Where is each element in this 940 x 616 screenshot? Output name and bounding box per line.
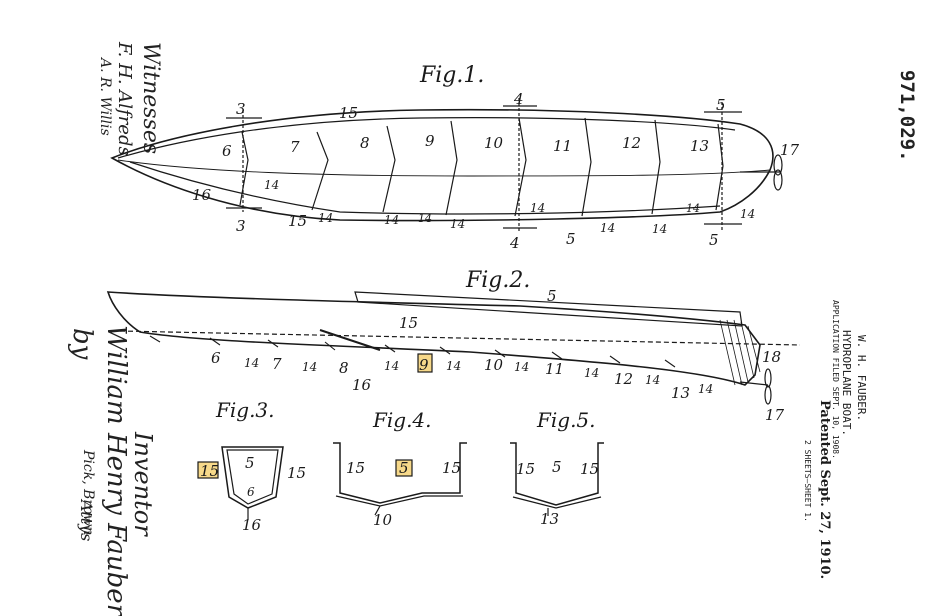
fig2-label: 14 <box>302 360 317 374</box>
fig2-label: 16 <box>352 376 372 394</box>
fig4-cross-section <box>333 442 467 516</box>
fig1-label: 9 <box>425 132 435 150</box>
fig2-label: 17 <box>765 406 785 424</box>
fig2-label: 14 <box>514 360 529 374</box>
fig2-label: 14 <box>645 373 660 387</box>
fig2-label: 14 <box>446 359 461 373</box>
fig2-label: 8 <box>339 359 349 377</box>
fig1-label: 16 <box>192 186 212 204</box>
fig1-label: 4 <box>513 90 524 108</box>
fig1-title: Fig.1. <box>419 63 484 88</box>
fig1-label: 5 <box>709 231 719 249</box>
fig1-label: 12 <box>622 134 641 152</box>
fig1-label: 14 <box>264 178 279 192</box>
fig2-label: 12 <box>614 370 633 388</box>
fig5-label: 15 <box>516 460 535 478</box>
fig1-label: 14 <box>450 217 465 231</box>
fig1-label: 6 <box>222 142 232 160</box>
fig2-title: Fig.2. <box>465 268 530 293</box>
highlight-box <box>197 461 219 479</box>
fig1-label: 15 <box>288 212 307 230</box>
fig5-cross-section <box>510 442 604 516</box>
fig5-label: 13 <box>540 510 559 528</box>
fig1-label: 14 <box>418 212 432 225</box>
fig1-label: 11 <box>553 137 572 155</box>
fig1-hull-plan <box>110 98 783 232</box>
fig1-label: 14 <box>530 201 545 215</box>
fig2-label: 10 <box>484 356 504 374</box>
fig2-label: 14 <box>698 382 713 396</box>
fig1-label: 14 <box>652 222 667 236</box>
fig1-label: 13 <box>690 137 709 155</box>
fig2-hull-side <box>106 291 801 405</box>
fig3-label: 16 <box>242 516 262 534</box>
fig1-label: 15 <box>339 104 358 122</box>
fig3-label: 6 <box>247 485 255 499</box>
fig3-label: 5 <box>245 454 255 472</box>
fig2-label: 14 <box>244 356 259 370</box>
fig2-label: 6 <box>211 349 221 367</box>
fig5-label: 5 <box>552 458 562 476</box>
fig3-title: Fig.3. <box>215 398 275 422</box>
fig4-label: 5 <box>399 459 409 477</box>
fig1-label: 14 <box>600 221 615 235</box>
fig1-label: 5 <box>716 96 726 114</box>
fig2-label: 13 <box>671 384 690 402</box>
fig4-title: Fig.4. <box>372 408 432 432</box>
fig5-title: Fig.5. <box>536 408 596 432</box>
fig4-label: 15 <box>346 459 365 477</box>
fig1-label: 3 <box>236 217 246 235</box>
fig1-label: 8 <box>360 134 370 152</box>
fig1-label: 14 <box>740 207 755 221</box>
fig4-label: 10 <box>373 511 393 529</box>
fig2-label: 14 <box>384 359 399 373</box>
fig2-label: 9 <box>419 356 429 374</box>
fig3-label: 15 <box>287 464 306 482</box>
highlight-box <box>395 459 413 477</box>
fig2-label: 11 <box>545 360 564 378</box>
drawing-canvas: Fig.1. 3 15 4 5 17 6 7 8 9 10 11 12 13 1… <box>106 63 801 534</box>
fig1-label: 3 <box>236 100 246 118</box>
fig1-label: 14 <box>686 202 700 215</box>
fig2-label: 15 <box>399 314 418 332</box>
fig2-label: 7 <box>272 355 282 373</box>
fig1-label: 7 <box>290 138 300 156</box>
patent-drawing-sheet: 971,029. W. H. FAUBER. HYDROPLANE BOAT. … <box>67 42 918 616</box>
fig1-label: 4 <box>509 234 520 252</box>
fig2-label: 14 <box>584 366 599 380</box>
fig3-cross-section <box>221 446 284 520</box>
fig1-label: 14 <box>318 211 333 225</box>
highlight-box <box>417 353 433 373</box>
fig1-label: 14 <box>384 213 399 227</box>
fig2-label: 5 <box>547 287 557 305</box>
fig1-label: 10 <box>484 134 504 152</box>
fig5-label: 15 <box>580 460 599 478</box>
fig1-label: 5 <box>566 230 576 248</box>
fig4-label: 15 <box>442 459 461 477</box>
fig2-label: 18 <box>762 348 781 366</box>
fig1-label: 17 <box>780 141 800 159</box>
fig3-label: 15 <box>200 462 219 480</box>
